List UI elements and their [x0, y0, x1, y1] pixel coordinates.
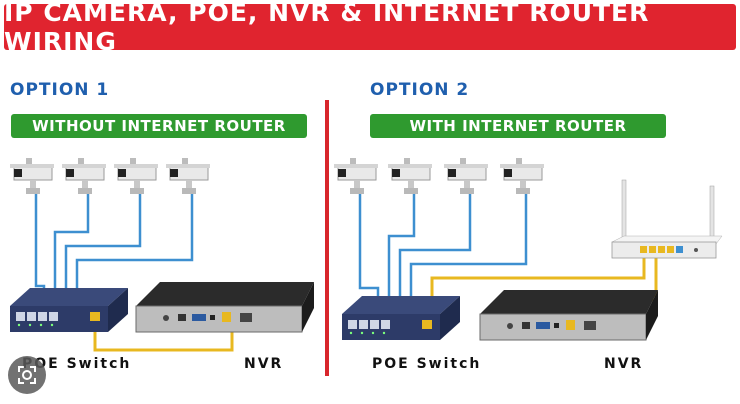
option2-title: OPTION 2 [370, 80, 470, 100]
option1-subtitle: WITHOUT INTERNET ROUTER [11, 114, 307, 138]
option2-camera-cables [358, 190, 528, 316]
option1-nvr [135, 281, 315, 333]
option2-subtitle: WITH INTERNET ROUTER [370, 114, 666, 138]
banner-title: IP CAMERA, POE, NVR & INTERNET ROUTER WI… [4, 0, 736, 56]
option1-nvr-cable [93, 320, 234, 352]
option1-camera-1 [9, 157, 55, 195]
option1-camera-3 [113, 157, 159, 195]
option-divider [325, 100, 329, 376]
option1-poe-switch [10, 288, 128, 332]
option1-camera-2 [61, 157, 107, 195]
option1-camera-4 [165, 157, 211, 195]
option2-switch-label: POE Switch [372, 356, 482, 372]
lens-glyph-icon [18, 366, 36, 384]
option1-switch-label: POE Switch [22, 356, 132, 372]
option2-nvr-label: NVR [604, 356, 644, 372]
option2-camera-4 [499, 157, 545, 195]
lens-search-icon[interactable] [8, 356, 46, 394]
option2-router [611, 179, 723, 259]
option1-nvr-label: NVR [244, 356, 284, 372]
option2-camera-3 [443, 157, 489, 195]
option2-camera-2 [387, 157, 433, 195]
option2-camera-1 [333, 157, 379, 195]
option2-nvr [479, 289, 659, 341]
option2-poe-switch [342, 296, 460, 340]
option1-title: OPTION 1 [10, 80, 110, 100]
